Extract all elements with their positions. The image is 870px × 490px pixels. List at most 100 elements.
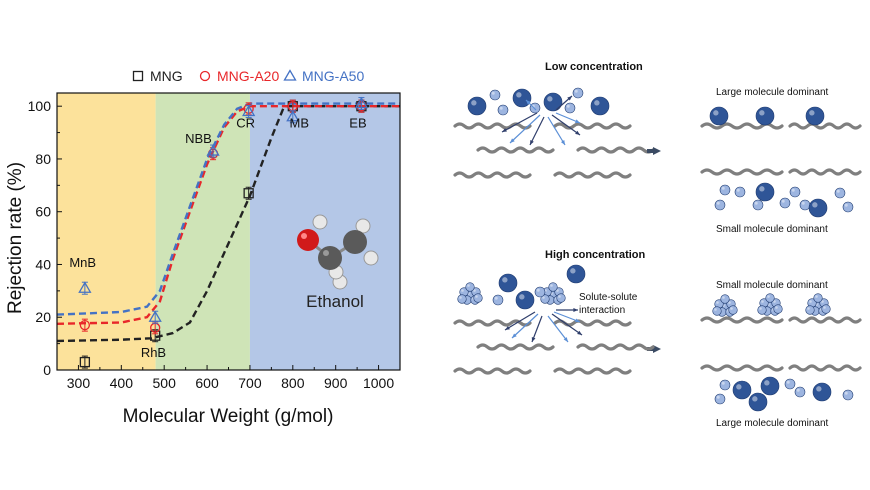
highlight xyxy=(471,100,477,106)
small-molecule xyxy=(799,199,811,211)
highlight xyxy=(786,380,790,384)
flow-arrow xyxy=(511,313,539,339)
membrane-segment xyxy=(576,146,655,154)
highlight xyxy=(459,296,462,299)
highlight xyxy=(844,391,848,395)
highlight xyxy=(844,203,848,207)
region-2 xyxy=(249,93,400,370)
small-molecule xyxy=(529,102,541,114)
data-point xyxy=(354,96,369,109)
highlight xyxy=(775,306,778,309)
membrane-schematic-art xyxy=(453,87,862,412)
large-molecule xyxy=(732,380,752,400)
highlight xyxy=(494,296,498,300)
arrow-head xyxy=(575,318,580,323)
flow-arrow xyxy=(504,311,536,331)
small-molecule xyxy=(714,393,726,405)
highlight xyxy=(491,91,495,95)
x-tick-label: 800 xyxy=(281,375,305,391)
membrane-segment xyxy=(700,364,784,372)
x-tick-label: 1000 xyxy=(363,375,394,391)
highlight xyxy=(836,189,840,193)
high-bottom-right-label: Large molecule dominant xyxy=(716,418,829,429)
x-tick-label: 400 xyxy=(110,375,134,391)
small-molecule xyxy=(719,184,731,196)
small-molecule xyxy=(794,386,806,398)
large-molecule xyxy=(755,182,775,202)
arrow-head xyxy=(530,140,534,145)
small-molecule xyxy=(556,293,566,303)
flow-arrow xyxy=(509,114,541,144)
highlight xyxy=(815,295,818,298)
fit-line-2 xyxy=(56,102,400,316)
arrow-icon-shaft xyxy=(647,149,654,153)
small-molecule xyxy=(765,293,775,303)
highlight xyxy=(761,300,764,303)
flow-arrow xyxy=(529,116,545,146)
highlight xyxy=(558,295,561,298)
point-annotation: RhB xyxy=(141,345,166,360)
large-molecule xyxy=(543,92,563,112)
highlight xyxy=(736,384,742,390)
arrow-head xyxy=(510,138,515,143)
high-concentration-title: High concentration xyxy=(545,249,646,261)
legend-marker xyxy=(283,69,297,81)
arrow-head xyxy=(567,96,572,101)
small-molecule xyxy=(805,305,815,315)
highlight xyxy=(461,289,464,292)
small-molecule xyxy=(842,201,854,213)
flow-arrow xyxy=(501,112,538,133)
arrow-icon xyxy=(653,147,661,155)
highlight xyxy=(574,89,578,93)
data-point xyxy=(148,310,162,322)
highlight xyxy=(502,277,508,283)
small-molecule xyxy=(752,199,764,211)
membrane-segment xyxy=(553,171,632,179)
highlight xyxy=(536,288,540,292)
highlight xyxy=(767,295,770,298)
highlight xyxy=(714,308,717,311)
highlight xyxy=(716,395,720,399)
small-molecule xyxy=(714,199,726,211)
low-bottom-right-label: Small molecule dominant xyxy=(716,224,828,235)
membrane-segment xyxy=(476,146,555,154)
x-tick-label: 300 xyxy=(67,375,91,391)
highlight xyxy=(759,110,765,116)
flow-arrow xyxy=(547,315,569,343)
highlight xyxy=(791,188,795,192)
highlight xyxy=(801,201,805,205)
concentration-schematic: Low concentration High concentration Lar… xyxy=(453,61,862,429)
legend-label: MNG xyxy=(150,68,183,84)
arrow-head xyxy=(575,130,580,135)
highlight xyxy=(499,106,503,110)
highlight xyxy=(764,380,770,386)
data-point xyxy=(79,356,91,368)
molecule-label: Ethanol xyxy=(306,292,364,311)
legend-label: MNG-A50 xyxy=(302,68,364,84)
flow-arrow xyxy=(551,114,581,136)
highlight xyxy=(550,284,553,287)
small-molecule xyxy=(813,293,823,303)
highlight xyxy=(736,188,740,192)
arrow-head xyxy=(560,140,565,145)
small-molecule xyxy=(572,87,584,99)
highlight xyxy=(759,307,762,310)
small-molecule xyxy=(489,89,501,101)
legend-marker xyxy=(199,70,211,82)
y-tick-label: 40 xyxy=(35,256,51,272)
membrane-segment xyxy=(553,367,632,375)
highlight xyxy=(773,300,776,303)
highlight xyxy=(467,284,470,287)
small-molecule xyxy=(712,306,722,316)
point-annotation: NBB xyxy=(185,131,212,146)
highlight xyxy=(716,301,719,304)
large-molecule xyxy=(512,88,532,108)
membrane-segment xyxy=(453,122,532,130)
y-tick-label: 0 xyxy=(43,362,51,378)
small-molecule xyxy=(728,305,738,315)
y-tick-label: 100 xyxy=(28,98,52,114)
membrane-segment xyxy=(788,364,862,372)
